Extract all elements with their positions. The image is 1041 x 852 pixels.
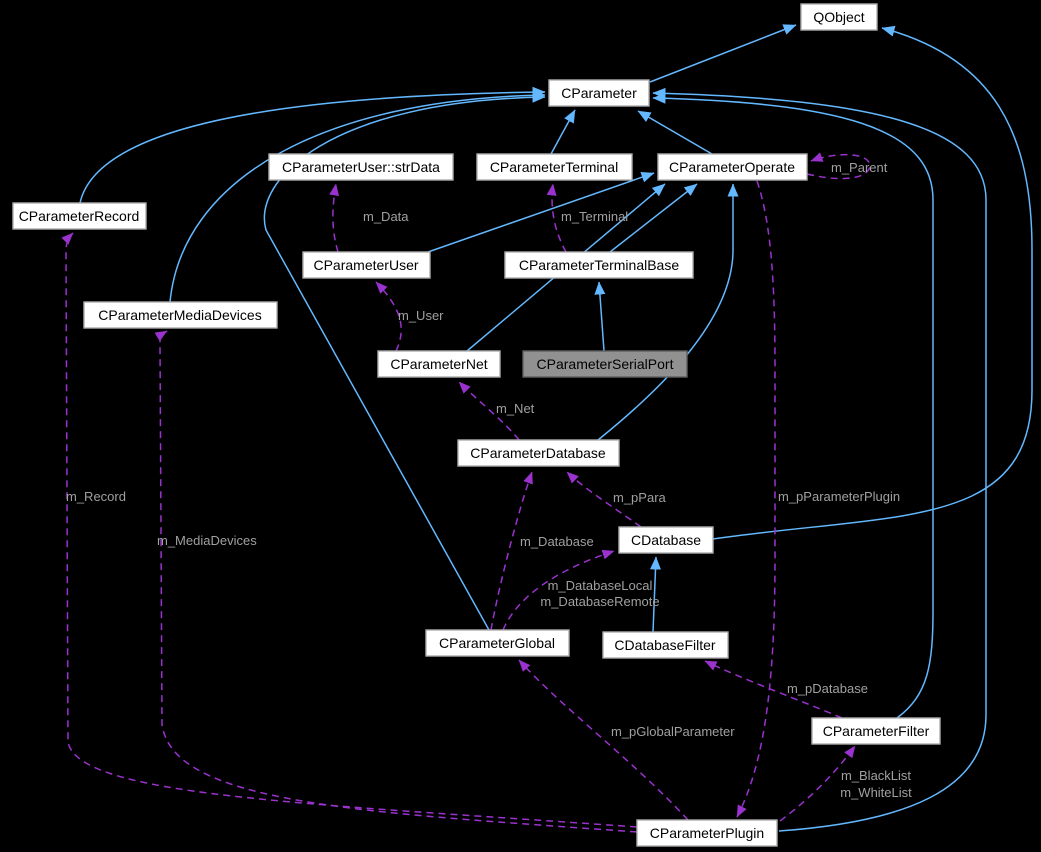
edge-m-databaselocal-remote — [502, 549, 615, 631]
edge-label-m-whitelist: m_WhiteList — [840, 785, 912, 800]
edge-global-inherits-cparameter — [263, 91, 546, 631]
edge-m-mediadevices — [154, 330, 638, 833]
edge-label-m-data: m_Data — [363, 209, 409, 224]
node-cparameterrecord[interactable]: CParameterRecord — [12, 202, 147, 230]
node-cparameterterminal[interactable]: CParameterTerminal — [476, 153, 633, 181]
edge-label-m-database: m_Database — [520, 534, 594, 549]
edge-label-m-databaselocal: m_DatabaseLocal — [548, 578, 653, 593]
edge-label-m-pparameterplugin: m_pParameterPlugin — [778, 489, 900, 504]
edge-label-m-pdatabase: m_pDatabase — [787, 681, 868, 696]
edge-m-net — [458, 381, 520, 441]
node-cdatabasefilter[interactable]: CDatabaseFilter — [602, 631, 729, 659]
node-cparameterfilter[interactable]: CParameterFilter — [811, 717, 941, 745]
node-cparametermediadevices[interactable]: CParameterMediaDevices — [83, 301, 278, 329]
svg-text:CParameterDatabase: CParameterDatabase — [470, 445, 606, 461]
edge-user-inherits-operate — [427, 171, 655, 253]
edge-m-database — [490, 471, 533, 631]
edge-record-inherits-cparameter — [79, 86, 546, 204]
svg-text:CParameterTerminalBase: CParameterTerminalBase — [519, 257, 679, 273]
edge-m-blacklist-whitelist — [779, 745, 856, 822]
edge-label-m-net: m_Net — [496, 401, 535, 416]
svg-text:CParameterUser::strData: CParameterUser::strData — [282, 159, 440, 175]
edge-serialport-inherits-terminalbase — [594, 281, 606, 352]
node-cparameterserialport[interactable]: CParameterSerialPort — [522, 350, 688, 378]
edge-terminalbase-inherits-operate — [609, 183, 698, 253]
edge-label-m-terminal: m_Terminal — [561, 209, 628, 224]
svg-text:CParameterOperate: CParameterOperate — [669, 159, 795, 175]
svg-text:CParameterRecord: CParameterRecord — [19, 208, 140, 224]
edge-m-user — [375, 281, 402, 352]
edge-label-m-parent: m_Parent — [831, 160, 888, 175]
edge-operate-inherits-cparameter — [637, 110, 713, 155]
node-cparameterterminalbase[interactable]: CParameterTerminalBase — [504, 251, 694, 279]
edge-terminal-inherits-cparameter — [550, 109, 576, 155]
edge-m-pparameterplugin — [736, 180, 776, 818]
node-qobject[interactable]: QObject — [800, 3, 878, 31]
edge-database-inherits-operate — [597, 183, 739, 441]
node-cparameterdatabase[interactable]: CParameterDatabase — [457, 439, 620, 467]
svg-text:CDatabaseFilter: CDatabaseFilter — [614, 637, 715, 653]
edge-m-ppara — [566, 471, 642, 528]
svg-text:CParameterFilter: CParameterFilter — [823, 723, 930, 739]
svg-text:CParameterGlobal: CParameterGlobal — [439, 635, 555, 651]
node-cparameteruser[interactable]: CParameterUser — [302, 251, 431, 279]
node-cparameterglobal[interactable]: CParameterGlobal — [425, 629, 570, 657]
edge-label-m-ppara: m_pPara — [613, 490, 667, 505]
node-cparameternet[interactable]: CParameterNet — [377, 350, 501, 378]
svg-text:CParameterUser: CParameterUser — [313, 257, 418, 273]
edge-label-m-databaseremote: m_DatabaseRemote — [540, 594, 659, 609]
edge-cdatabase-inherits-qobject — [712, 25, 1033, 540]
svg-text:CParameterNet: CParameterNet — [390, 356, 487, 372]
svg-text:CParameter: CParameter — [561, 85, 637, 101]
edge-cparameter-inherits-qobject — [649, 24, 797, 83]
svg-text:QObject: QObject — [813, 9, 864, 25]
edge-m-pdatabase — [704, 660, 843, 719]
edge-label-m-record: m_Record — [66, 489, 126, 504]
svg-text:CParameterTerminal: CParameterTerminal — [490, 159, 618, 175]
node-cparameter[interactable]: CParameter — [548, 79, 650, 107]
edge-plugin-inherits-cparameter — [652, 87, 987, 832]
edge-label-m-user: m_User — [398, 308, 444, 323]
svg-text:CParameterMediaDevices: CParameterMediaDevices — [98, 307, 261, 323]
edge-m-parent-selfloop — [806, 152, 871, 180]
edge-m-data — [329, 183, 340, 253]
node-cparameterplugin[interactable]: CParameterPlugin — [636, 819, 778, 847]
edge-filter-inherits-cparameter — [652, 92, 934, 719]
edge-label-m-mediadevices: m_MediaDevices — [157, 533, 257, 548]
node-cparameteroperate[interactable]: CParameterOperate — [657, 153, 808, 181]
node-cparameteruser-strdata[interactable]: CParameterUser::strData — [268, 153, 454, 181]
edge-m-pglobalparameter — [518, 659, 689, 821]
edge-label-m-pglobalparameter: m_pGlobalParameter — [611, 724, 735, 739]
edge-m-record — [61, 232, 638, 828]
svg-text:CParameterSerialPort: CParameterSerialPort — [537, 356, 674, 372]
svg-text:CParameterPlugin: CParameterPlugin — [650, 825, 764, 841]
edge-dbfilter-inherits-cdatabase — [650, 556, 661, 633]
node-cdatabase[interactable]: CDatabase — [618, 526, 714, 554]
edge-m-terminal — [546, 183, 567, 253]
svg-text:CDatabase: CDatabase — [631, 532, 701, 548]
edge-label-m-blacklist: m_BlackList — [841, 768, 911, 783]
